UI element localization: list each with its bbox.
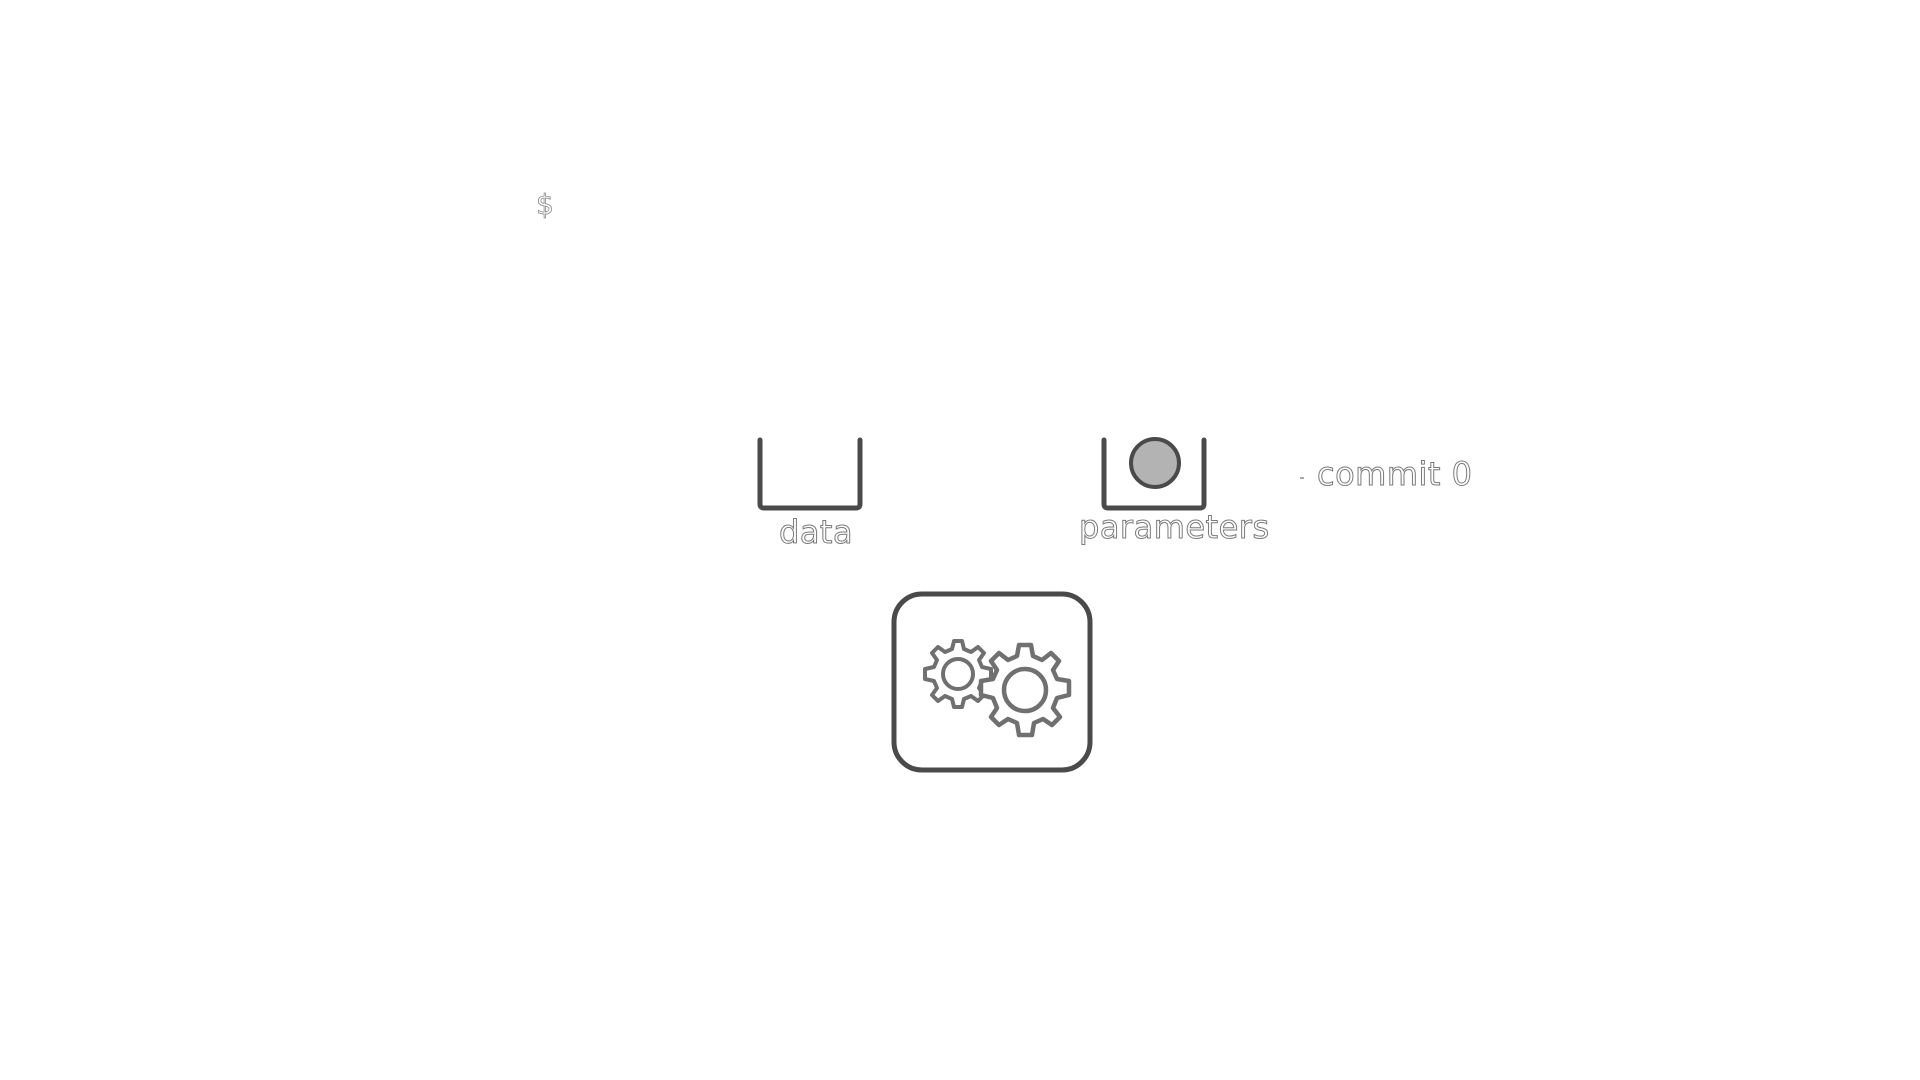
parameters-bucket-label: parameters — [1079, 508, 1270, 547]
data-bucket-label: data — [778, 513, 854, 552]
data-bucket — [757, 437, 863, 511]
processor-box — [891, 591, 1093, 773]
commit-tick — [1300, 477, 1304, 479]
commit-label: commit 0 — [1316, 455, 1473, 494]
parameter-token-circle — [1129, 437, 1181, 489]
parameters-bucket — [1101, 437, 1207, 511]
prompt-symbol: $ — [536, 188, 555, 222]
gears-icon — [923, 639, 993, 709]
